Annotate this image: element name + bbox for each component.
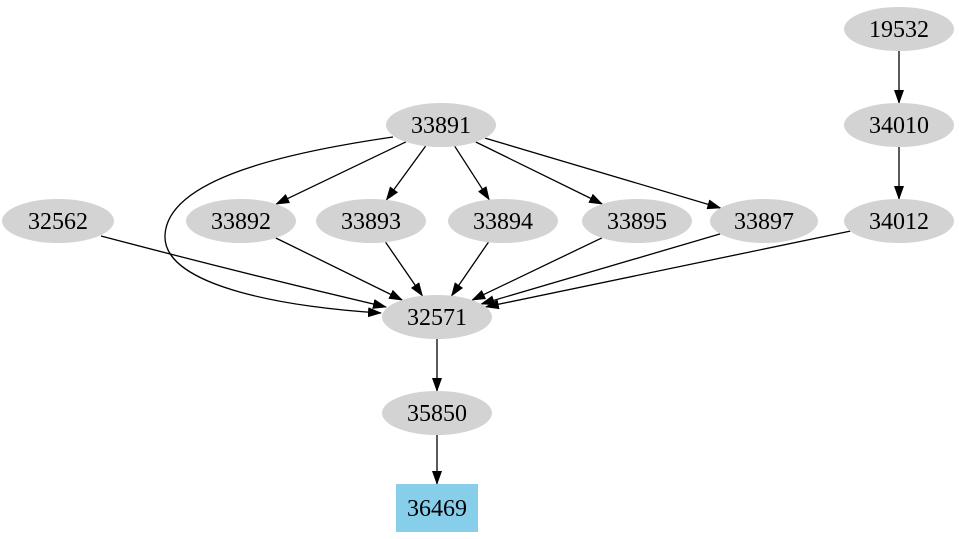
node-ellipse-33892: [186, 199, 296, 243]
edge-33891-33897: [484, 137, 722, 210]
graph-node-34010: 34010: [844, 103, 954, 147]
node-ellipse-34012: [844, 199, 954, 243]
node-label-34012: 34012: [869, 209, 929, 235]
node-label-35850: 35850: [407, 401, 467, 427]
node-ellipse-33893: [316, 199, 426, 243]
edge-layer: [100, 51, 904, 485]
graph-node-32571: 32571: [382, 295, 492, 339]
graph-node-33895: 33895: [582, 199, 692, 243]
graph-node-19532: 19532: [844, 7, 954, 51]
node-ellipse-33897: [710, 199, 818, 243]
graph-node-34012: 34012: [844, 199, 954, 243]
graph-node-32562: 32562: [2, 199, 114, 243]
node-ellipse-33891: [386, 103, 496, 147]
node-ellipse-33895: [582, 199, 692, 243]
graph-node-33897: 33897: [710, 199, 818, 243]
node-ellipse-35850: [382, 391, 492, 435]
node-ellipse-32571: [382, 295, 492, 339]
edge-33895-32571: [471, 237, 603, 301]
node-label-33894: 33894: [473, 209, 533, 235]
edge-33891-33895: [475, 141, 604, 205]
graph-node-35850: 35850: [382, 391, 492, 435]
edge-33891-33893: [385, 145, 427, 201]
node-ellipse-32562: [2, 199, 114, 243]
node-box-36469: [396, 484, 478, 532]
node-ellipse-34010: [844, 103, 954, 147]
node-label-32562: 32562: [28, 209, 88, 235]
edge-33893-32571: [385, 241, 423, 297]
node-label-19532: 19532: [869, 17, 929, 43]
edge-32562-32571: [100, 235, 387, 309]
edge-33892-32571: [275, 237, 404, 301]
edge-33891-33892: [275, 141, 407, 205]
edge-34012-32571: [484, 230, 851, 310]
node-ellipse-19532: [844, 7, 954, 51]
node-ellipse-33894: [448, 199, 558, 243]
node-label-33892: 33892: [211, 209, 271, 235]
graph-node-33894: 33894: [448, 199, 558, 243]
graph-node-33893: 33893: [316, 199, 426, 243]
edge-33894-32571: [451, 241, 489, 297]
node-label-33897: 33897: [734, 209, 794, 235]
node-layer: 19532 34010 34012 33891 32562 33892 33893 33894…: [2, 7, 954, 532]
edge-33891-33894: [454, 145, 490, 201]
node-label-32571: 32571: [407, 305, 467, 331]
node-label-36469: 36469: [407, 496, 467, 522]
edge-33891-32571: [164, 136, 394, 318]
node-label-33891: 33891: [411, 113, 471, 139]
graph-node-33891: 33891: [386, 103, 496, 147]
node-label-33893: 33893: [341, 209, 401, 235]
edge-33897-32571: [480, 233, 721, 306]
node-label-33895: 33895: [607, 209, 667, 235]
graph-node-36469: 36469: [396, 484, 478, 532]
node-label-34010: 34010: [869, 113, 929, 139]
graph-node-33892: 33892: [186, 199, 296, 243]
